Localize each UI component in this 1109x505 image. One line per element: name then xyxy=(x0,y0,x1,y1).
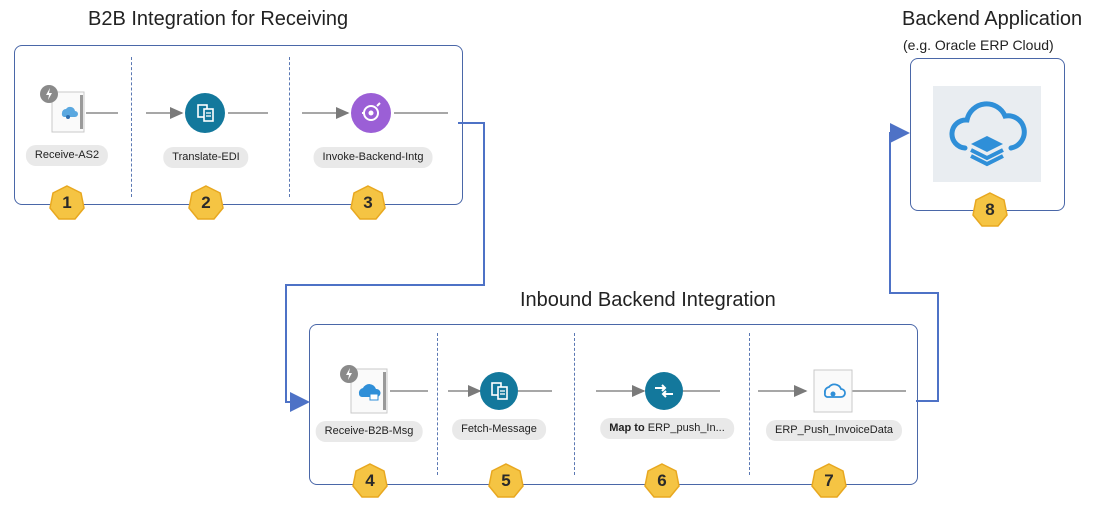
erp-push-invoicedata-label: ERP_Push_InvoiceData xyxy=(765,420,903,441)
connector-b2b-to-inbound xyxy=(285,122,485,412)
backend-application-title: Backend Application xyxy=(902,8,1083,30)
cloud-stack-icon xyxy=(933,86,1041,182)
step-badge-8: 8 xyxy=(971,191,1009,229)
lane-divider xyxy=(131,57,132,197)
invoke-backend-intg-label: Invoke-Backend-Intg xyxy=(313,147,433,168)
b2b-integration-title: B2B Integration for Receiving xyxy=(88,8,349,30)
step-badge-3: 3 xyxy=(349,184,387,222)
step-badge-5: 5 xyxy=(487,462,525,500)
step-badge-6: 6 xyxy=(643,462,681,500)
backend-application-subtitle: (e.g. Oracle ERP Cloud) xyxy=(903,37,1054,53)
b2b-integration-panel xyxy=(14,45,463,205)
map-to-erp-label: Map to ERP_push_In... xyxy=(600,418,734,439)
receive-as2-label: Receive-AS2 xyxy=(25,145,109,166)
trigger-bolt-icon xyxy=(340,365,358,383)
translate-edi-label: Translate-EDI xyxy=(163,147,249,168)
trigger-bolt-icon xyxy=(40,85,58,103)
map-to-prefix: Map to xyxy=(609,422,645,434)
map-arrows-icon[interactable] xyxy=(645,372,683,410)
step-badge-1: 1 xyxy=(48,184,86,222)
as2-receive-document-icon[interactable] xyxy=(51,91,85,133)
map-to-target: ERP_push_In... xyxy=(644,422,725,434)
cloud-invoke-icon[interactable] xyxy=(813,369,853,413)
fetch-message-label: Fetch-Message xyxy=(452,419,546,440)
step-badge-7: 7 xyxy=(810,462,848,500)
lane-divider xyxy=(289,57,290,197)
inbound-backend-title: Inbound Backend Integration xyxy=(520,289,776,311)
lane-divider xyxy=(749,333,750,475)
step-badge-4: 4 xyxy=(351,462,389,500)
receive-b2b-msg-label: Receive-B2B-Msg xyxy=(315,421,423,442)
connector-inbound-to-backend xyxy=(889,123,939,402)
invoke-integration-icon[interactable] xyxy=(351,93,391,133)
lane-divider xyxy=(437,333,438,475)
translate-icon[interactable] xyxy=(185,93,225,133)
fetch-message-icon[interactable] xyxy=(480,372,518,410)
lane-divider xyxy=(574,333,575,475)
step-badge-2: 2 xyxy=(187,184,225,222)
